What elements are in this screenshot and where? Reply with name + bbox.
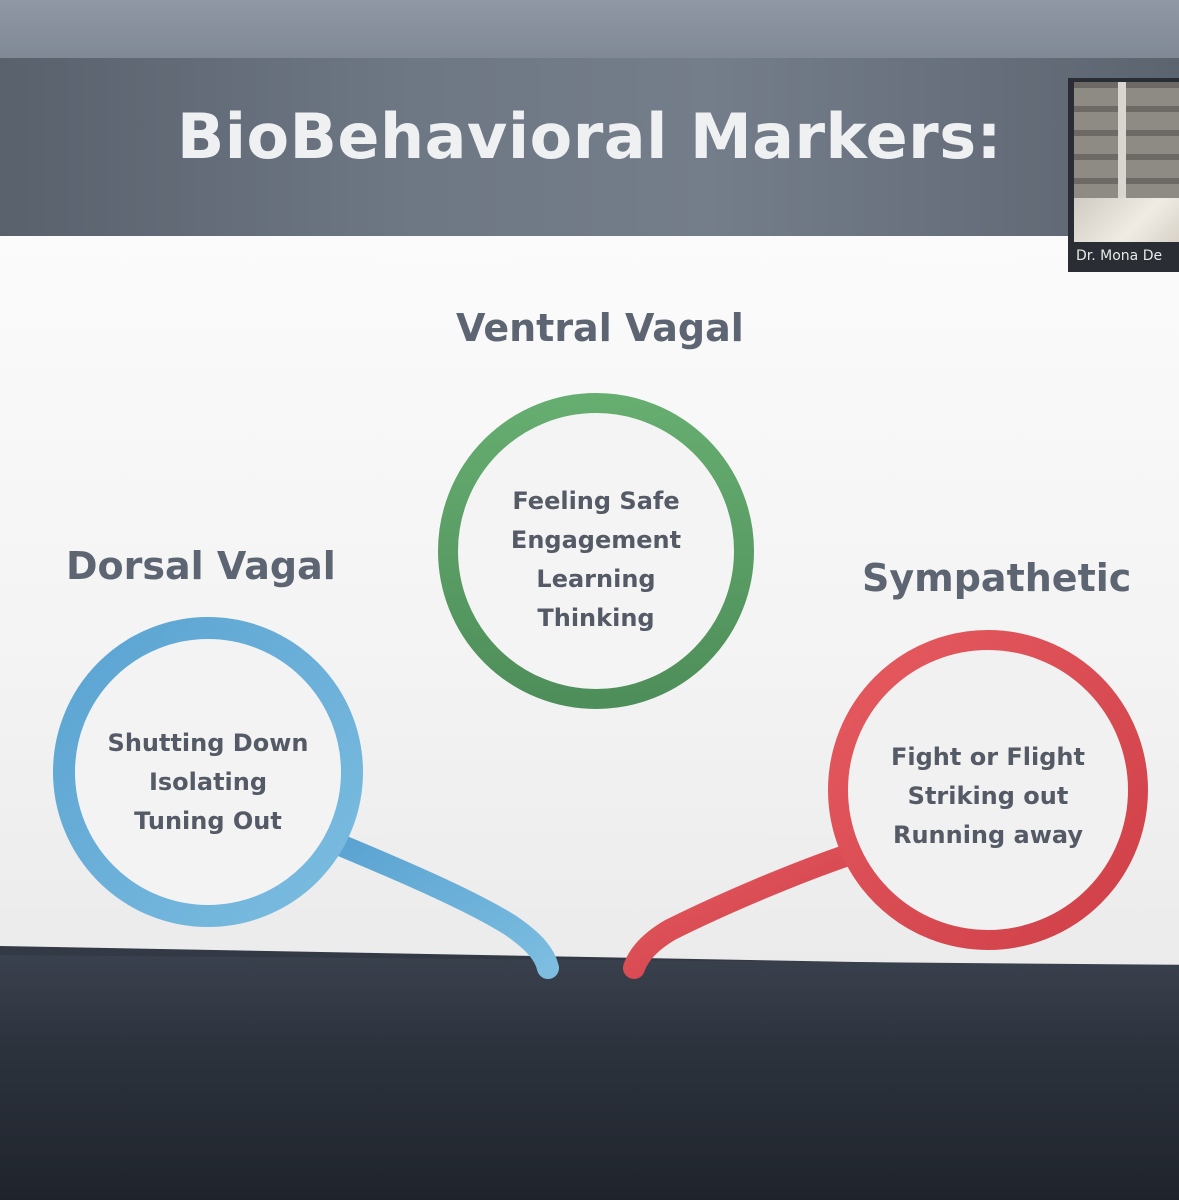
- ventral-line-3: Learning: [536, 565, 656, 593]
- sympathetic-line-1: Fight or Flight: [891, 743, 1085, 771]
- dorsal-circle: [53, 617, 363, 927]
- slide-title: BioBehavioral Markers:: [177, 100, 1002, 173]
- ventral-circle: [438, 393, 754, 709]
- presenter-name-label: Dr. Mona De: [1076, 248, 1163, 264]
- ventral-line-4: Thinking: [537, 604, 655, 632]
- slide-header-band: [0, 58, 1179, 238]
- dorsal-line-1: Shutting Down: [107, 729, 309, 757]
- monitor-bezel: [0, 955, 1179, 1200]
- sympathetic-circle: [828, 630, 1148, 950]
- sympathetic-line-3: Running away: [892, 821, 1084, 849]
- sympathetic-stem: [623, 844, 859, 979]
- sympathetic-label: Sympathetic: [862, 556, 1132, 600]
- sympathetic-circle-text: Fight or Flight Striking out Running awa…: [878, 738, 1098, 855]
- sympathetic-line-2: Striking out: [907, 782, 1069, 810]
- bookshelf-divider: [1118, 82, 1126, 242]
- dorsal-circle-text: Shutting Down Isolating Tuning Out: [98, 724, 318, 841]
- ventral-vagal-label: Ventral Vagal: [456, 306, 744, 350]
- dorsal-stem: [329, 834, 559, 979]
- bookshelf-highlight: [1074, 198, 1179, 242]
- dorsal-line-3: Tuning Out: [134, 807, 282, 835]
- ventral-circle-text: Feeling Safe Engagement Learning Thinkin…: [496, 482, 696, 638]
- ventral-line-2: Engagement: [510, 526, 682, 554]
- dorsal-vagal-label: Dorsal Vagal: [66, 544, 336, 588]
- ventral-line-1: Feeling Safe: [512, 487, 680, 515]
- presenter-video-tile[interactable]: Dr. Mona De: [1068, 78, 1179, 272]
- dorsal-line-2: Isolating: [148, 768, 268, 796]
